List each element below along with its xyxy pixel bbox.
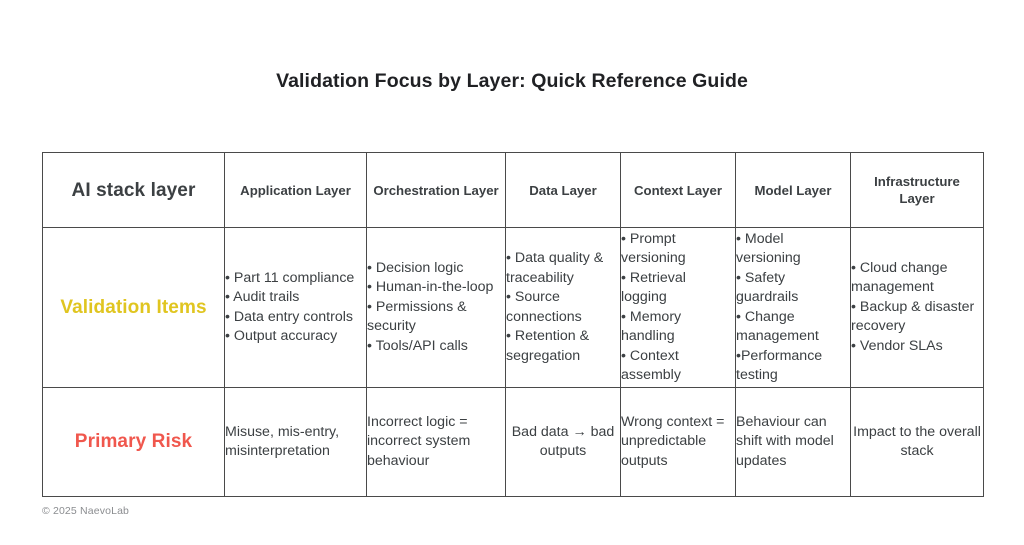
reference-table-container: AI stack layer Application Layer Orchest… (42, 152, 984, 497)
list-item: • Output accuracy (225, 328, 338, 344)
cell-primary-risk-model: Behaviour can shift with model updates (735, 387, 851, 497)
list-item: • Change management (736, 308, 819, 345)
cell-validation-items-context: • Prompt versioning • Retrieval logging … (620, 227, 736, 388)
list-item: • Human-in-the-loop (367, 279, 494, 296)
bullet-list: • Prompt versioning • Retrieval logging … (621, 230, 735, 386)
row-label-validation-items: Validation Items (42, 227, 225, 388)
list-item: • Safety guardrails (736, 269, 799, 306)
cell-primary-risk-data: Bad data → bad outputs (505, 387, 621, 497)
list-item: • Context assembly (621, 347, 681, 384)
bullet-list: • Decision logic • Human-in-the-loop • P… (367, 259, 505, 357)
header-application-layer: Application Layer (224, 152, 367, 228)
cell-text: Behaviour can shift with model updates (736, 413, 834, 469)
cell-text: Misuse, mis-entry, misinterpretation (225, 423, 340, 460)
list-item: • Permissions & security (367, 298, 467, 335)
list-item: • Memory handling (621, 308, 682, 345)
cell-primary-risk-context: Wrong context = unpredictable outputs (620, 387, 736, 497)
cell-text: Incorrect logic = incorrect system behav… (367, 413, 471, 469)
bullet-list: • Model versioning • Safety guardrails •… (736, 230, 850, 386)
cell-validation-items-data: • Data quality & traceability • Source c… (505, 227, 621, 388)
list-item: • Retrieval logging (621, 269, 686, 306)
table-header-row: AI stack layer Application Layer Orchest… (42, 152, 984, 228)
list-item: • Decision logic (367, 259, 464, 276)
page-title: Validation Focus by Layer: Quick Referen… (276, 70, 748, 92)
list-item: • Data entry controls (225, 308, 353, 325)
cell-primary-risk-orchestration: Incorrect logic = incorrect system behav… (366, 387, 506, 497)
cell-text: Wrong context = unpredictable outputs (621, 413, 725, 469)
validation-matrix-table: AI stack layer Application Layer Orchest… (42, 152, 984, 497)
row-label-primary-risk: Primary Risk (42, 387, 225, 497)
bullet-list: • Data quality & traceability • Source c… (506, 249, 620, 366)
header-infrastructure-layer: Infrastructure Layer (850, 152, 984, 228)
header-data-layer: Data Layer (505, 152, 621, 228)
table-row-validation-items: Validation Items • Part 11 compliance • … (42, 227, 984, 388)
cell-primary-risk-infrastructure: Impact to the overall stack (850, 387, 984, 497)
list-item: • Backup & disaster recovery (851, 298, 975, 335)
cell-validation-items-orchestration: • Decision logic • Human-in-the-loop • P… (366, 227, 506, 388)
header-ai-stack-layer: AI stack layer (42, 152, 225, 228)
list-item: • Part 11 compliance (225, 269, 355, 286)
list-item: • Retention & segregation (506, 328, 590, 364)
list-item: • Cloud change management (851, 259, 948, 296)
header-context-layer: Context Layer (620, 152, 736, 228)
table-body: Validation Items • Part 11 compliance • … (42, 227, 984, 497)
cell-primary-risk-application: Misuse, mis-entry, misinterpretation (224, 387, 367, 497)
copyright-footer: © 2025 NaevoLab (42, 505, 130, 517)
cell-text: Bad data → bad outputs (511, 423, 615, 460)
list-item: • Audit trails (225, 289, 300, 305)
cell-validation-items-infrastructure: • Cloud change management • Backup & dis… (850, 227, 984, 388)
list-item: • Prompt versioning (621, 230, 686, 267)
bullet-list: • Part 11 compliance • Audit trails • Da… (225, 269, 366, 347)
header-model-layer: Model Layer (735, 152, 851, 228)
list-item: • Data quality & traceability (506, 250, 604, 286)
bullet-list: • Cloud change management • Backup & dis… (851, 259, 983, 357)
list-item: • Tools/API calls (367, 337, 468, 354)
header-orchestration-layer: Orchestration Layer (366, 152, 506, 228)
list-item: • Model versioning (736, 230, 801, 267)
cell-validation-items-application: • Part 11 compliance • Audit trails • Da… (224, 227, 367, 388)
cell-text: Impact to the overall stack (853, 423, 981, 460)
list-item: •Performance testing (736, 347, 823, 384)
cell-validation-items-model: • Model versioning • Safety guardrails •… (735, 227, 851, 388)
table-row-primary-risk: Primary Risk Misuse, mis-entry, misinter… (42, 387, 984, 497)
list-item: • Vendor SLAs (851, 337, 943, 354)
list-item: • Source connections (506, 289, 582, 325)
